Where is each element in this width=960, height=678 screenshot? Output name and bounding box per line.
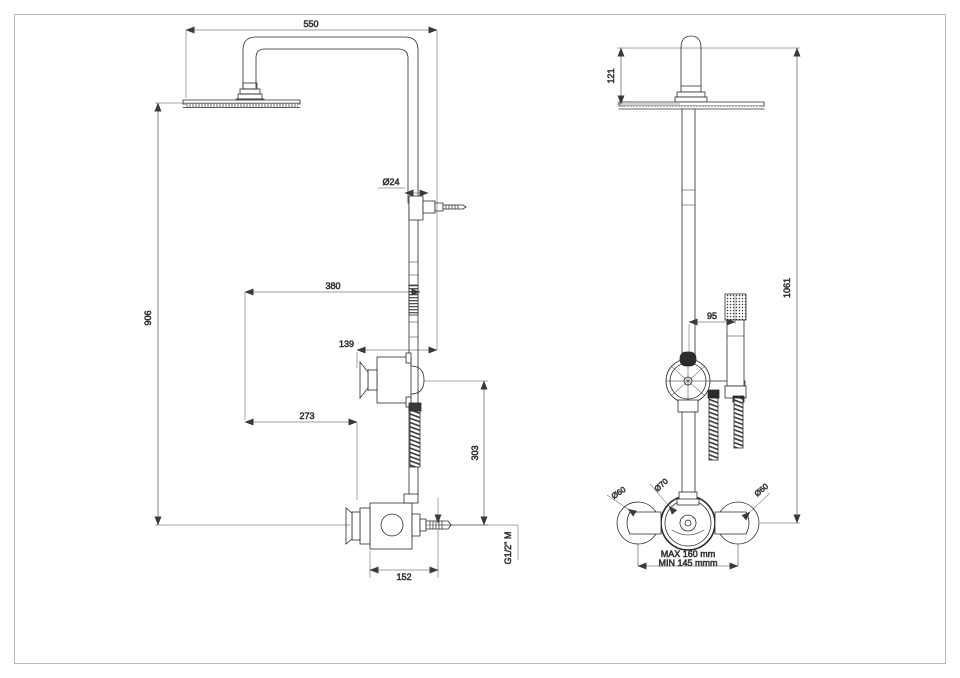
dimtext-550: 550 — [303, 19, 318, 29]
arm-collar-3 — [237, 93, 263, 100]
front-mixer-centre — [684, 519, 692, 527]
dimtext-1061: 1061 — [782, 278, 792, 298]
handset-cradle — [359, 360, 369, 400]
front-hose-nut-a — [707, 389, 720, 399]
dimtext-139: 139 — [339, 339, 354, 349]
front-collar-1 — [676, 91, 706, 98]
mixer-outlet-boss — [411, 513, 421, 537]
leadertext-dia70: Ø70 — [653, 476, 671, 493]
wall-bracket-neck — [422, 200, 436, 214]
front-riser-joint — [681, 189, 696, 206]
shower-head-spray-face — [186, 104, 298, 108]
front-head-spray-face — [624, 106, 760, 109]
note-g12-thread: G1/2" M — [503, 532, 513, 565]
wall-bracket-body — [408, 195, 424, 221]
front-collar-2 — [674, 96, 708, 103]
shower-arm-inner — [255, 48, 409, 204]
note-min-centres: MIN 145 mmm — [658, 558, 717, 568]
mixer-valve-shoulder — [359, 507, 371, 545]
left-handle — [626, 511, 662, 535]
clamp-lug-top — [405, 352, 412, 364]
front-hose-a — [708, 397, 719, 461]
front-elevation-geometry — [616, 35, 765, 567]
leader-dia60-right — [741, 492, 771, 521]
front-slider-skirt — [677, 399, 699, 413]
right-handle — [714, 511, 750, 535]
arm-collar-2 — [239, 88, 261, 95]
leadertext-dia60-left: Ø60 — [610, 485, 628, 501]
front-slider-spokes — [665, 358, 711, 404]
screw-head — [434, 202, 444, 212]
note-max-centres: MAX 160 mm — [661, 549, 716, 559]
mixer-temperature-handle — [345, 507, 353, 545]
dimtext-dia24: Ø24 — [382, 177, 399, 187]
side-dimension-layer: 550 906 Ø24 380 139 273 — [143, 19, 519, 582]
mixer-handle-hub — [351, 511, 361, 541]
dimtext-380: 380 — [325, 281, 340, 291]
front-hose-b — [733, 397, 744, 449]
riser-knurl — [408, 284, 419, 316]
leader-dia60-left — [606, 494, 638, 517]
mixer-inlet-collar — [419, 518, 427, 532]
riser-segment-lines — [408, 261, 419, 338]
front-dimension-layer: 121 1061 95 Ø60 Ø70 Ø60 MAX 160 mm MIN 1… — [606, 47, 801, 570]
overhead-shower-head — [182, 99, 301, 105]
slider-clamp-ring — [410, 365, 425, 395]
handset-spray-head — [724, 293, 747, 321]
dimtext-95: 95 — [707, 311, 717, 321]
sheet-border — [14, 14, 946, 664]
front-mixer-indicator — [671, 529, 705, 536]
leader-dia70 — [649, 483, 678, 515]
screw-shank — [442, 204, 467, 210]
mixer-control-knob — [380, 513, 404, 537]
side-elevation-geometry — [182, 36, 467, 550]
front-mixer-top-cap — [676, 498, 700, 506]
dimtext-152: 152 — [396, 572, 411, 582]
screw-thread — [445, 204, 459, 210]
dimtext-121: 121 — [606, 68, 616, 83]
arm-collar-1 — [242, 82, 258, 90]
clamp-lug-bottom — [405, 396, 412, 408]
front-arm-outline — [680, 35, 702, 104]
slider-bracket-body — [376, 356, 412, 404]
shower-arm-outer — [242, 36, 419, 204]
riser-to-valve-collar — [403, 493, 419, 504]
dimtext-303: 303 — [470, 445, 480, 460]
dimtext-273: 273 — [299, 411, 314, 421]
dimtext-906: 906 — [143, 310, 153, 325]
leadertext-dia60-right: Ø60 — [753, 481, 771, 498]
slider-bracket-stem — [367, 369, 378, 391]
hose-nut-upper — [408, 402, 422, 412]
front-slider-lever — [679, 351, 697, 367]
handset-handle — [726, 319, 745, 387]
shower-hose — [409, 410, 421, 468]
front-overhead-head — [618, 101, 765, 107]
